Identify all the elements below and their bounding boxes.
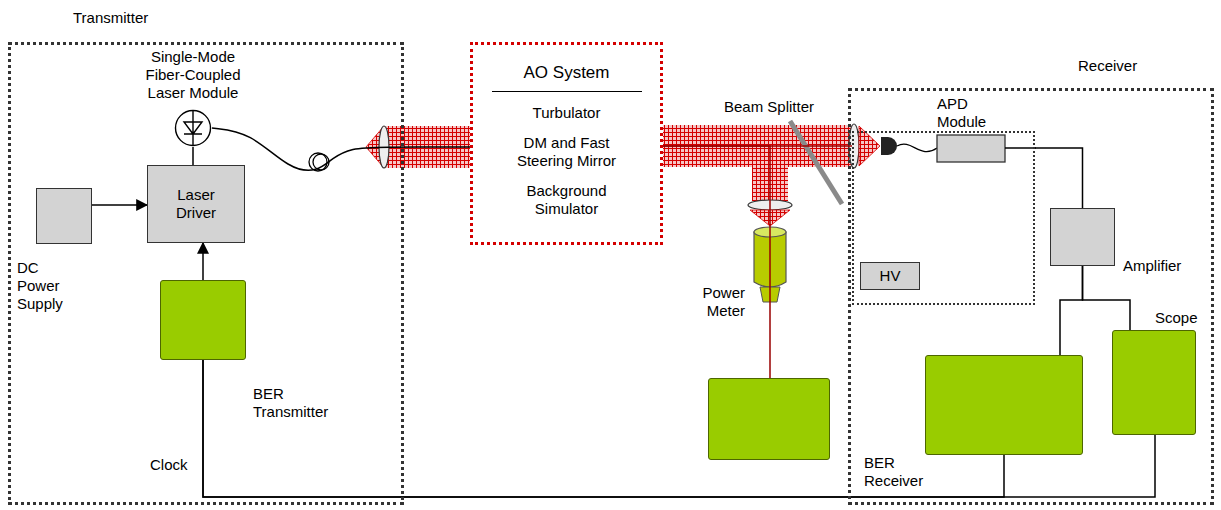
ber-transmitter-box: BER Transmitter [160, 280, 246, 360]
part-label: Beam Splitter [724, 98, 814, 116]
optical-fiber [212, 128, 470, 170]
clock-label: Clock [150, 456, 188, 474]
transmitter-region: TransmitterSingle-Mode Fiber-Coupled Las… [8, 42, 404, 505]
node-label: Laser Driver [165, 186, 227, 222]
node-label: DC Power Supply [17, 259, 71, 313]
connector [92, 204, 147, 206]
signal-wire [1005, 147, 1036, 149]
apd-detector [881, 137, 897, 155]
beam-path [663, 146, 770, 378]
node-label: Background Simulator [502, 182, 632, 218]
node-label: Single-Mode Fiber-Coupled Laser Module [138, 48, 248, 102]
connector [1060, 266, 1083, 355]
connector [203, 360, 1004, 497]
node-label: DM and Fast Steering Mirror [502, 134, 632, 170]
apd-box [937, 135, 1005, 162]
power-supply-box: DC Power Supply [36, 188, 92, 244]
node-label: Receiver [1078, 57, 1178, 75]
node-label: BER Receiver [864, 454, 924, 490]
apd-module-box: APD ModuleHV [852, 131, 1035, 305]
connector [192, 147, 194, 165]
node-label: APD Module [937, 95, 1007, 131]
node-label: BER Transmitter [253, 385, 353, 421]
hv-box: HV [860, 262, 920, 290]
node-label: AO System [492, 63, 642, 92]
connector [1083, 266, 1131, 330]
receiver-region: ReceiverAPD ModuleHVAmplifierBER Receive… [848, 88, 1214, 505]
amplifier-box: Amplifier [1050, 208, 1115, 266]
laser-driver-box: Laser Driver [147, 165, 245, 243]
beam-splitter [790, 121, 842, 204]
power-meter-box: Power Meter [708, 378, 830, 460]
apd-fiber [897, 144, 937, 151]
laser-module: Single-Mode Fiber-Coupled Laser Module [138, 48, 248, 148]
laser-diode-circle [174, 109, 212, 147]
node-label: Transmitter [73, 9, 193, 27]
connector [202, 243, 204, 280]
node-label: Power Meter [689, 284, 745, 320]
node-label: Turbulator [502, 104, 632, 122]
scope-box: Scope [1112, 330, 1196, 435]
node-label: HV [880, 267, 901, 285]
connector [1035, 148, 1083, 208]
ao-system-box: AO SystemTurbulator DM and Fast Steering … [470, 42, 663, 245]
ber-receiver-box: BER Receiver [925, 355, 1083, 455]
node-label: Scope [1155, 309, 1205, 327]
node-label: Amplifier [1123, 257, 1203, 275]
